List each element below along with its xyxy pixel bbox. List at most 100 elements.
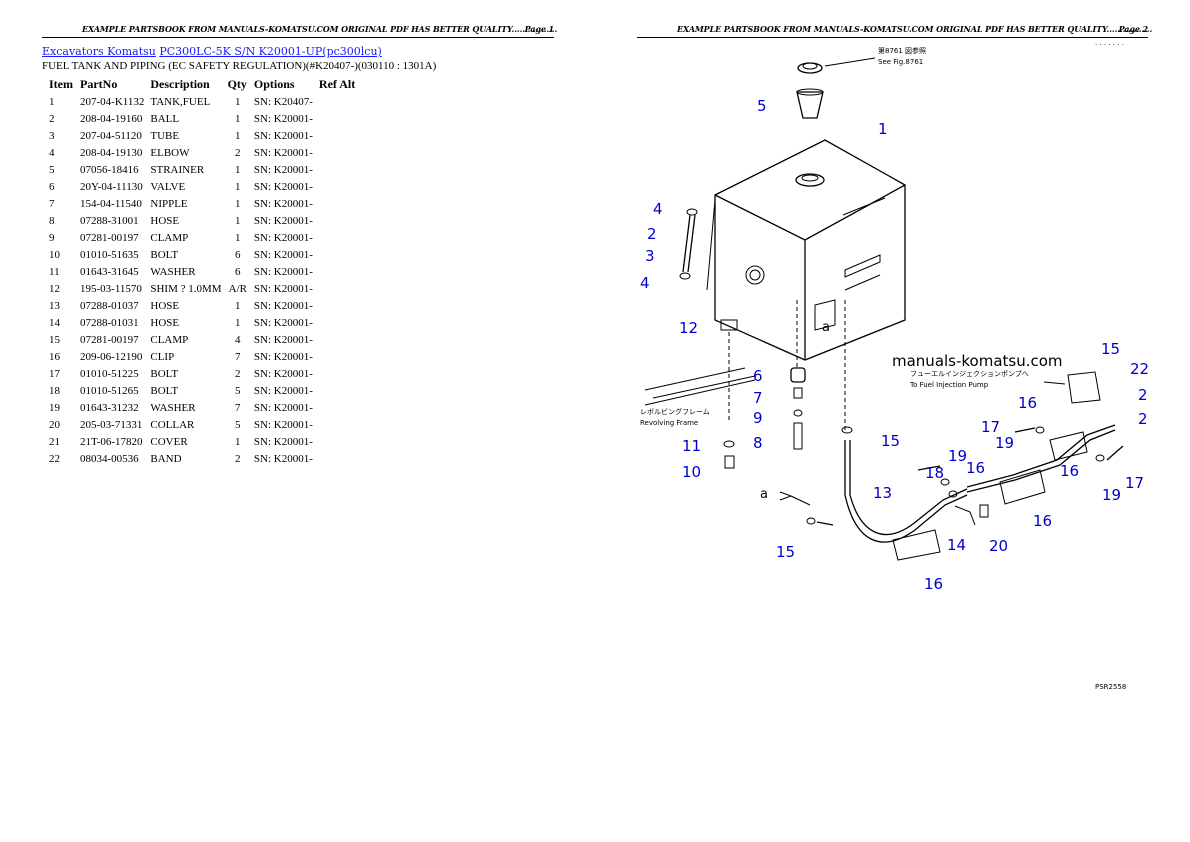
callout-2c: 2 bbox=[1138, 410, 1148, 428]
cell-options: SN: K20001- bbox=[253, 180, 313, 193]
tube-assembly-drawing bbox=[679, 199, 716, 291]
fuel-tank-drawing bbox=[714, 139, 906, 361]
cell-item: 10 bbox=[49, 248, 60, 261]
callout-16c: 16 bbox=[1060, 462, 1079, 480]
cell-item: 22 bbox=[49, 452, 60, 465]
breadcrumb-link-model[interactable]: PC300LC-5K S/N K20001-UP(pc300lcu) bbox=[159, 45, 382, 58]
cell-refalt bbox=[316, 263, 359, 280]
cell-qty: 7 bbox=[235, 401, 241, 414]
cell-refalt bbox=[316, 110, 359, 127]
callout-6: 6 bbox=[753, 367, 763, 385]
callout-19c: 19 bbox=[1102, 486, 1121, 504]
cell-partno: 07281-00197 bbox=[80, 333, 139, 346]
callout-19b: 19 bbox=[995, 434, 1014, 452]
cell-options: SN: K20001- bbox=[253, 129, 313, 142]
cell-qty: 1 bbox=[235, 214, 241, 227]
cell-qty: 1 bbox=[235, 180, 241, 193]
strainer-drawing bbox=[796, 88, 824, 119]
cell-qty: 1 bbox=[235, 163, 241, 176]
cell-description: WASHER bbox=[150, 401, 196, 414]
callout-9: 9 bbox=[753, 409, 763, 427]
cell-description: HOSE bbox=[150, 316, 180, 329]
revolving-frame-drawing bbox=[644, 367, 756, 406]
cell-description: CLAMP bbox=[150, 333, 189, 346]
pump-arrow bbox=[1043, 381, 1066, 385]
cell-qty: 1 bbox=[235, 197, 241, 210]
cell-refalt bbox=[316, 450, 359, 467]
callout-15c: 15 bbox=[1101, 340, 1120, 358]
cell-partno: 07288-01037 bbox=[80, 299, 139, 312]
cell-qty: 6 bbox=[235, 265, 241, 278]
cell-options: SN: K20001- bbox=[253, 367, 313, 380]
callout-1: 1 bbox=[878, 120, 888, 138]
cell-item: 4 bbox=[49, 146, 55, 159]
cell-refalt bbox=[316, 314, 359, 331]
cell-refalt bbox=[316, 144, 359, 161]
cell-item: 3 bbox=[49, 129, 55, 142]
cell-partno: 01010-51265 bbox=[80, 384, 139, 397]
cell-partno: 07281-00197 bbox=[80, 231, 139, 244]
column-header-description: Description bbox=[150, 77, 210, 91]
cell-refalt bbox=[316, 348, 359, 365]
cell-item: 12 bbox=[49, 282, 60, 295]
ref-note-jp: 第8761 図参照 bbox=[878, 46, 926, 55]
cell-item: 2 bbox=[49, 112, 55, 125]
cell-options: SN: K20001- bbox=[253, 452, 313, 465]
table-header-row: Item PartNo Description Qty Options Ref … bbox=[46, 76, 359, 93]
fuel-hose-drawing bbox=[841, 300, 1116, 561]
cell-item: 9 bbox=[49, 231, 55, 244]
callout-3: 3 bbox=[645, 247, 655, 265]
bolts-drawing bbox=[806, 426, 1124, 526]
column-header-partno: PartNo bbox=[80, 77, 118, 91]
callout-5: 5 bbox=[757, 97, 767, 115]
shim-bolt-drawing bbox=[720, 319, 738, 469]
breadcrumb-link-category[interactable]: Excavators Komatsu bbox=[42, 45, 156, 58]
callout-17: 17 bbox=[981, 418, 1000, 436]
diagram-dots: · · · · · · · bbox=[1095, 41, 1124, 49]
callout-4: 4 bbox=[653, 200, 663, 218]
page-banner: EXAMPLE PARTSBOOK FROM MANUALS-KOMATSU.C… bbox=[42, 24, 557, 38]
cell-description: HOSE bbox=[150, 214, 180, 227]
cell-options: SN: K20001- bbox=[253, 384, 313, 397]
cell-qty: 2 bbox=[235, 452, 241, 465]
cell-description: COVER bbox=[150, 435, 188, 448]
cell-options: SN: K20001- bbox=[253, 265, 313, 278]
callout-19: 19 bbox=[948, 447, 967, 465]
cell-partno: 209-06-12190 bbox=[80, 350, 143, 363]
cell-item: 14 bbox=[49, 316, 60, 329]
cell-qty: 1 bbox=[235, 129, 241, 142]
cell-qty: 2 bbox=[235, 146, 241, 159]
callout-8: 8 bbox=[753, 434, 763, 452]
cell-qty: 6 bbox=[235, 248, 241, 261]
cell-refalt bbox=[316, 127, 359, 144]
callout-16d: 16 bbox=[1018, 394, 1037, 412]
cell-item: 18 bbox=[49, 384, 60, 397]
cell-options: SN: K20001- bbox=[253, 316, 313, 329]
cell-item: 16 bbox=[49, 350, 60, 363]
cell-partno: 208-04-19160 bbox=[80, 112, 143, 125]
cell-description: CLIP bbox=[150, 350, 175, 363]
column-header-item: Item bbox=[49, 77, 73, 91]
cell-options: SN: K20407- bbox=[253, 95, 313, 108]
cell-options: SN: K20001- bbox=[253, 333, 313, 346]
cell-options: SN: K20001- bbox=[253, 350, 313, 363]
cell-partno: 01010-51225 bbox=[80, 367, 139, 380]
callout-12: 12 bbox=[679, 319, 698, 337]
callout-15: 15 bbox=[881, 432, 900, 450]
cell-qty: A/R bbox=[228, 282, 247, 295]
cell-qty: 4 bbox=[235, 333, 241, 346]
detail-a-ref: a bbox=[760, 487, 768, 502]
page-2: EXAMPLE PARTSBOOK FROM MANUALS-KOMATSU.C… bbox=[595, 0, 1190, 842]
